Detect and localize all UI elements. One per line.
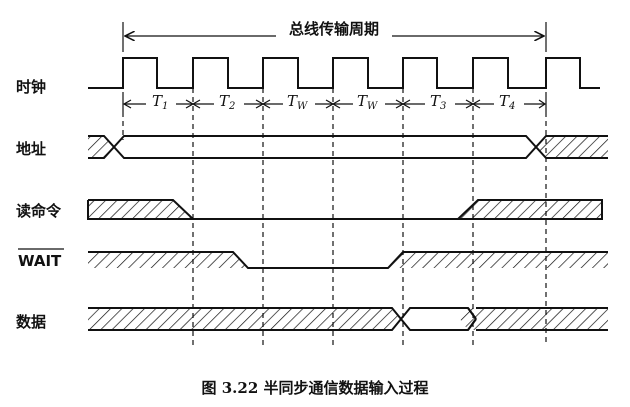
period-t1: T1 bbox=[152, 92, 168, 112]
clock-waveform bbox=[88, 57, 600, 89]
data-waveform bbox=[88, 307, 608, 331]
bus-cycle-label: 总线传输周期 bbox=[289, 20, 379, 38]
wait-waveform bbox=[88, 251, 608, 269]
address-waveform bbox=[88, 135, 608, 159]
dashed-guides bbox=[122, 88, 547, 345]
label-clock: 时钟 bbox=[16, 78, 46, 96]
period-t2: T2 bbox=[219, 92, 235, 112]
period-t4: T4 bbox=[499, 92, 515, 112]
label-address: 地址 bbox=[16, 140, 46, 158]
label-read-command: 读命令 bbox=[16, 202, 62, 220]
label-wait: WAIT bbox=[18, 252, 62, 270]
read-command-waveform bbox=[87, 199, 603, 220]
period-t3: T3 bbox=[430, 92, 446, 112]
period-tw-1: TW bbox=[287, 92, 308, 112]
label-data: 数据 bbox=[16, 313, 46, 331]
period-tw-2: TW bbox=[357, 92, 378, 112]
bus-cycle-bracket: 总线传输周期 bbox=[122, 18, 547, 52]
figure-caption: 图 3.22 半同步通信数据输入过程 bbox=[202, 379, 429, 397]
period-markers: T1 T2 TW TW T3 T4 bbox=[122, 92, 547, 112]
